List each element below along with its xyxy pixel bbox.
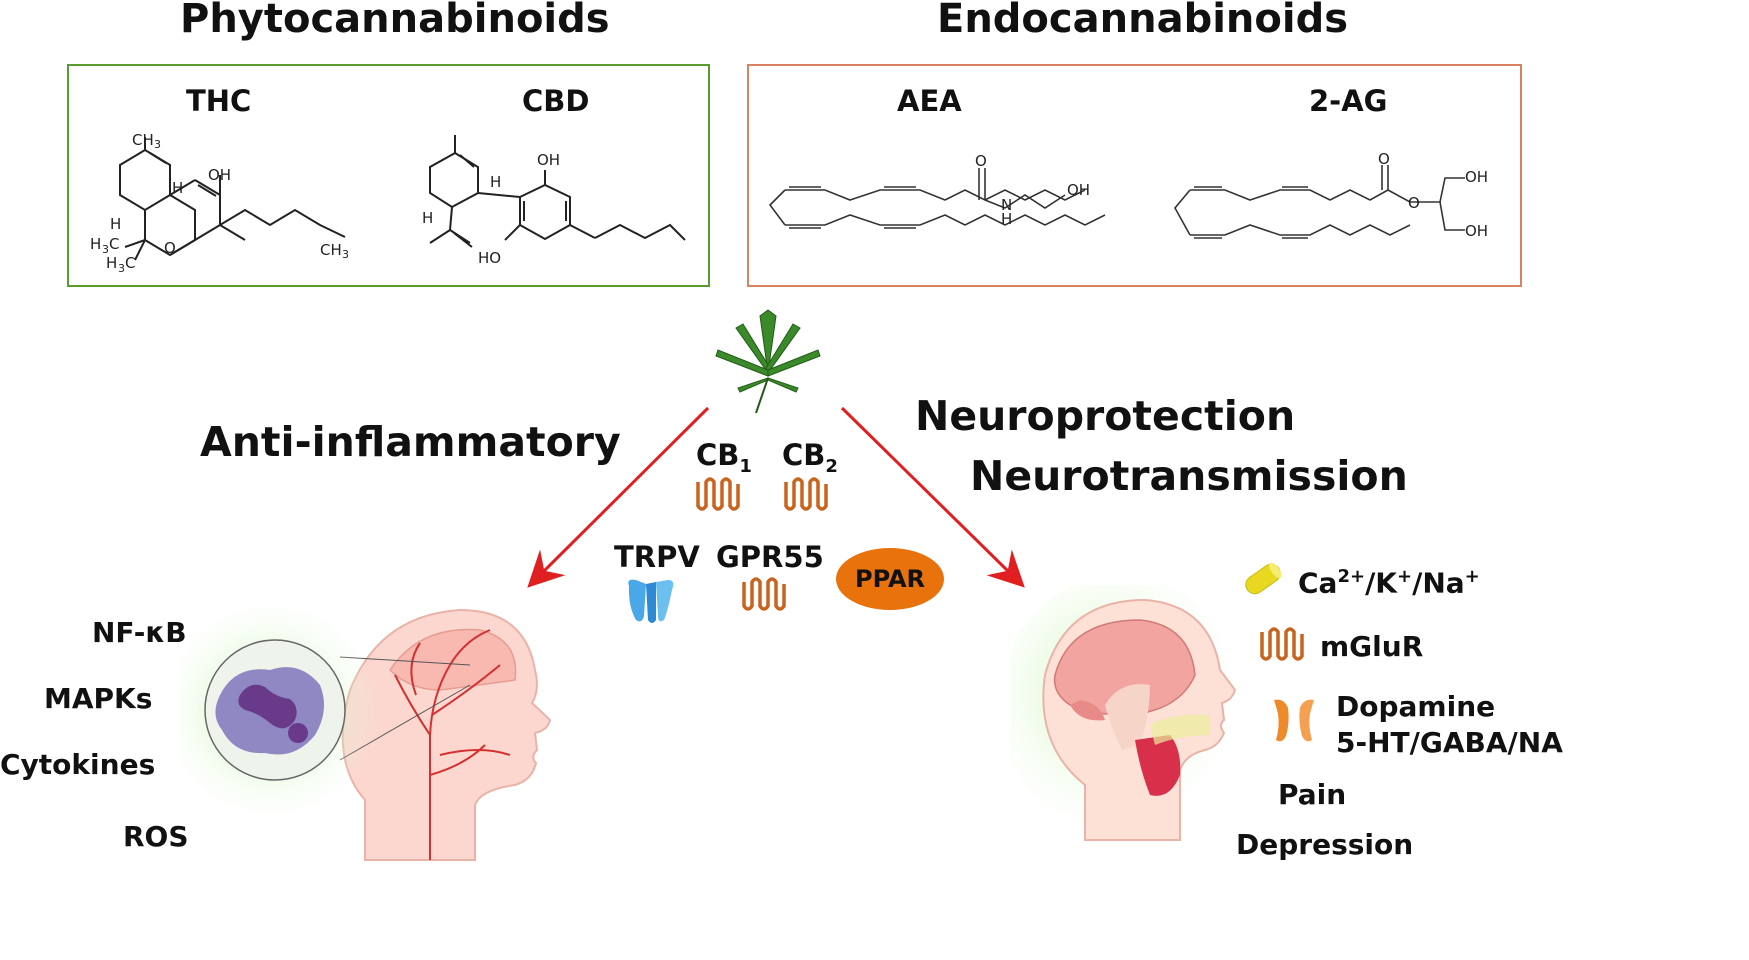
- mglur-receptor-icon: [1260, 627, 1304, 661]
- gpr55-receptor-icon: [742, 577, 786, 611]
- svg-text:O: O: [975, 152, 987, 170]
- cbd-label: CBD: [522, 84, 590, 118]
- ros-label: ROS: [123, 820, 189, 853]
- svg-text:3: 3: [102, 243, 109, 256]
- svg-text:O: O: [1378, 150, 1390, 168]
- svg-text:CH: CH: [320, 241, 342, 259]
- cbd-structure: OH H H HO: [422, 135, 686, 267]
- svg-text:HO: HO: [478, 249, 501, 267]
- gpr55-label: GPR55: [716, 540, 824, 574]
- cb2-label: CB2: [782, 438, 838, 477]
- arrow-left: [527, 406, 710, 588]
- ions-label: Ca2+/K+/Na+: [1298, 566, 1480, 600]
- pain-label: Pain: [1278, 778, 1347, 811]
- ion-channel-icon: [1245, 562, 1282, 595]
- svg-text:OH: OH: [1465, 222, 1488, 240]
- neurotransmitters-label: 5-HT/GABA/NA: [1336, 726, 1563, 759]
- nfkb-label: NF-κB: [92, 616, 187, 649]
- left-head-illustration: [180, 600, 552, 861]
- svg-text:OH: OH: [1465, 168, 1488, 186]
- svg-text:H: H: [90, 235, 101, 253]
- svg-text:H: H: [490, 173, 501, 191]
- phytocannabinoids-heading: Phytocannabinoids: [180, 0, 610, 42]
- svg-text:C: C: [125, 254, 135, 272]
- 2ag-label: 2-AG: [1309, 84, 1388, 118]
- trpv-label: TRPV: [614, 540, 700, 574]
- 2ag-structure: O O OH OH: [1174, 150, 1488, 240]
- svg-text:OH: OH: [208, 166, 231, 184]
- svg-text:OH: OH: [1067, 181, 1090, 199]
- cb1-receptor-icon: [696, 477, 740, 511]
- svg-text:3: 3: [154, 138, 161, 151]
- svg-text:3: 3: [118, 262, 125, 275]
- ppar-badge: PPAR: [836, 548, 944, 610]
- trpv-channel-icon: [628, 579, 674, 623]
- cb1-label: CB1: [696, 438, 752, 477]
- cb2-receptor-icon: [784, 477, 828, 511]
- right-head-illustration: [1010, 585, 1240, 841]
- svg-text:H: H: [106, 254, 117, 272]
- cytokines-label: Cytokines: [0, 748, 156, 781]
- svg-text:O: O: [1408, 194, 1420, 212]
- arrow-right: [840, 406, 1025, 588]
- mapks-label: MAPKs: [44, 682, 153, 715]
- endocannabinoids-heading: Endocannabinoids: [937, 0, 1349, 42]
- svg-text:CH: CH: [132, 131, 154, 149]
- svg-text:O: O: [164, 239, 176, 257]
- svg-text:H: H: [172, 179, 183, 197]
- svg-text:OH: OH: [537, 151, 560, 169]
- svg-text:3: 3: [342, 248, 349, 261]
- thc-label: THC: [186, 84, 252, 118]
- cannabis-leaf-icon: [715, 309, 821, 414]
- mglur-label: mGluR: [1320, 630, 1424, 663]
- anti-inflammatory-label: Anti-inflammatory: [200, 418, 621, 466]
- neuroprotection-label: Neuroprotection: [915, 392, 1296, 440]
- svg-text:C: C: [109, 235, 119, 253]
- aea-structure: O N H OH: [768, 152, 1106, 229]
- dopamine-label: Dopamine: [1336, 690, 1496, 723]
- aea-label: AEA: [897, 84, 962, 118]
- svg-text:H: H: [110, 215, 121, 233]
- depression-label: Depression: [1236, 828, 1414, 861]
- svg-text:H: H: [422, 209, 433, 227]
- phytocannabinoids-box: [67, 64, 710, 287]
- svg-text:N: N: [1001, 196, 1012, 214]
- svg-text:H: H: [1001, 210, 1012, 228]
- thc-structure: CH 3 OH H H O H 3 C H 3 C CH 3: [90, 131, 349, 275]
- endocannabinoids-box: [747, 64, 1522, 287]
- neurotransmission-label: Neurotransmission: [970, 452, 1408, 500]
- dopamine-receptor-icon: [1274, 699, 1314, 742]
